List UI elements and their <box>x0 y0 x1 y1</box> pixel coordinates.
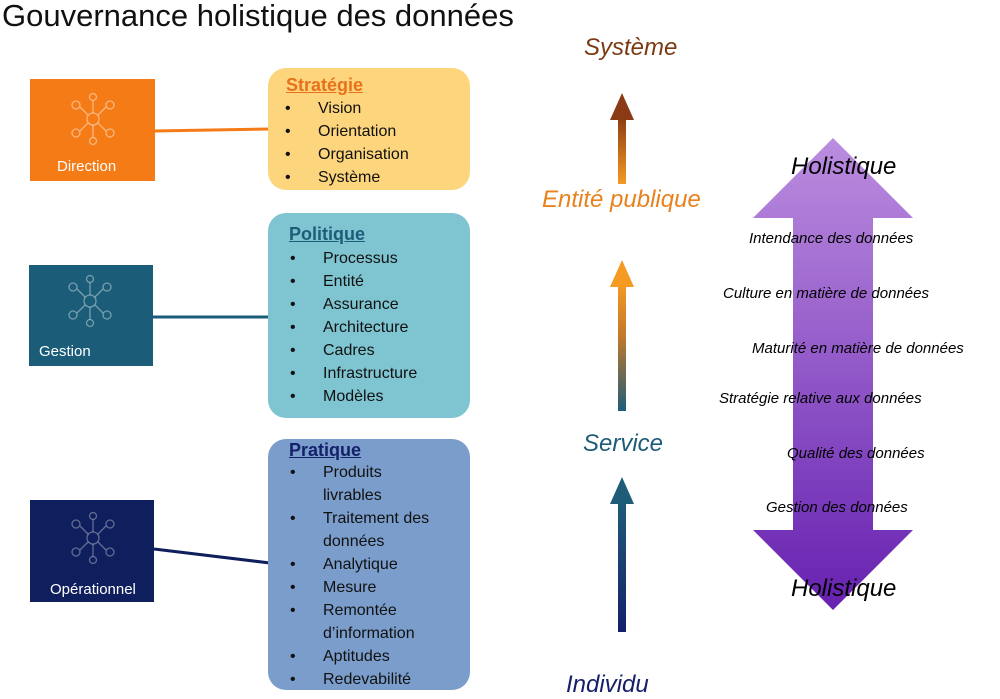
scale-systeme: Système <box>584 34 678 61</box>
list-item: Aptitudes <box>273 645 470 668</box>
level-gestion-label: Gestion <box>39 343 91 360</box>
scale-individu: Individu <box>566 671 649 698</box>
list-item: Processus <box>273 247 470 270</box>
list-item: Organisation <box>268 143 470 166</box>
connector-operationnel <box>153 547 271 565</box>
network-icon <box>71 92 115 146</box>
aspect-strategie: Stratégie relative aux données <box>719 390 922 407</box>
box-politique: Politique Processus Entité Assurance Arc… <box>268 213 470 418</box>
level-direction: Direction <box>30 79 155 181</box>
aspect-gestion: Gestion des données <box>766 499 908 516</box>
level-gestion: Gestion <box>29 265 153 366</box>
list-item: Traitement des données <box>273 507 448 553</box>
level-operationnel: Opérationnel <box>30 500 154 602</box>
list-item: Vision <box>268 97 470 120</box>
connector-direction <box>153 127 271 133</box>
list-item: Infrastructure <box>273 362 470 385</box>
holistic-double-arrow <box>753 138 913 610</box>
list-item: Remontée d’information <box>273 599 438 645</box>
arrow-entite-to-systeme <box>610 93 634 184</box>
page-title: Gouvernance holistique des données <box>2 0 514 33</box>
scale-entite-publique: Entité publique <box>542 186 701 213</box>
aspect-qualite: Qualité des données <box>787 445 925 462</box>
list-item: Cadres <box>273 339 470 362</box>
aspect-maturite: Maturité en matière de données <box>752 340 964 357</box>
box-strategie-heading: Stratégie <box>286 75 364 95</box>
box-politique-heading: Politique <box>289 224 365 244</box>
holistic-top-label: Holistique <box>791 153 897 180</box>
box-pratique: Pratique Produits livrables Traitement d… <box>268 439 470 691</box>
network-icon <box>71 511 115 565</box>
box-strategie: Stratégie Vision Orientation Organisatio… <box>268 68 470 190</box>
arrow-service-to-entite <box>610 260 634 411</box>
list-item: Entité <box>273 270 470 293</box>
list-item: Assurance <box>273 293 470 316</box>
arrow-individu-to-service <box>610 477 634 632</box>
list-item: Orientation <box>268 120 470 143</box>
holistic-bottom-label: Holistique <box>791 575 897 602</box>
list-item: Modèles <box>273 385 470 408</box>
box-pratique-heading: Pratique <box>289 440 362 460</box>
list-item: Analytique <box>273 553 470 576</box>
aspect-intendance: Intendance des données <box>749 230 914 247</box>
level-direction-label: Direction <box>57 158 117 175</box>
list-item: Redevabilité <box>273 668 470 691</box>
list-item: Mesure <box>273 576 470 599</box>
network-icon <box>68 274 112 328</box>
level-operationnel-label: Opérationnel <box>50 581 136 598</box>
list-item: Architecture <box>273 316 470 339</box>
list-item: Système <box>268 166 470 189</box>
scale-service: Service <box>583 430 664 457</box>
list-item: Produits livrables <box>273 461 413 507</box>
aspect-culture: Culture en matière de données <box>723 285 929 302</box>
